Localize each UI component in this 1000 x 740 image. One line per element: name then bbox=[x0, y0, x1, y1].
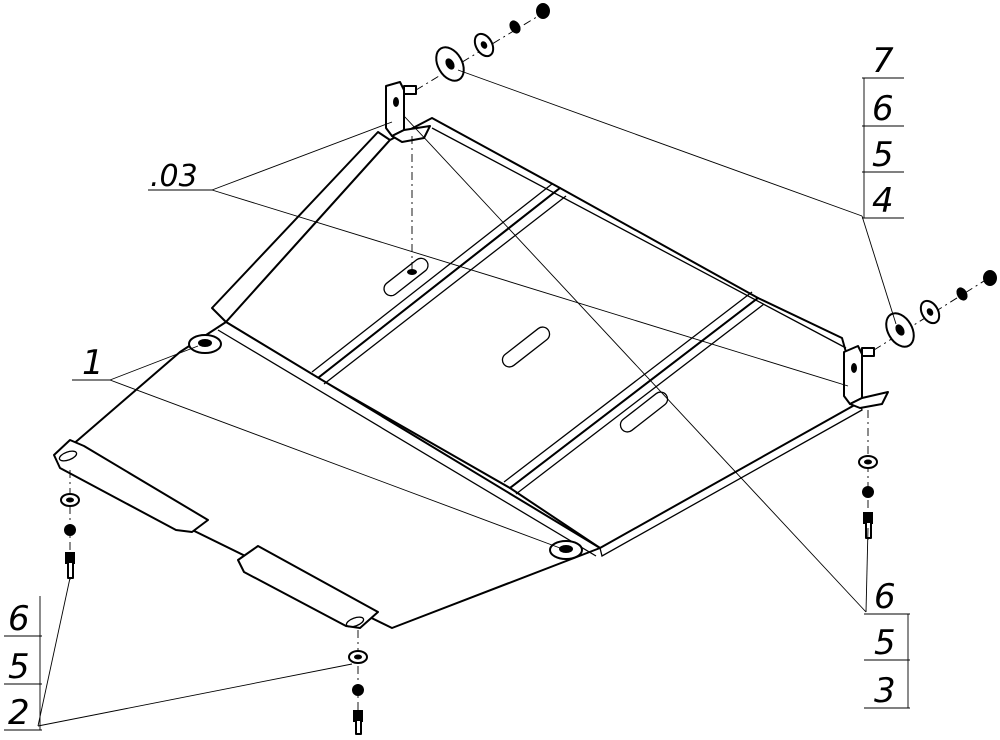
callout-left-5: 5 bbox=[8, 647, 30, 687]
callout-top-4: 4 bbox=[872, 181, 894, 221]
insert-nut-right bbox=[549, 540, 583, 560]
callout-br-5: 5 bbox=[874, 623, 896, 663]
front-tab-left bbox=[53, 439, 209, 533]
bolt-stack-right bbox=[858, 410, 878, 540]
callout-stack-top-right: 7 6 5 4 bbox=[862, 41, 904, 221]
callout-assembly: .03 bbox=[150, 159, 198, 194]
front-tab-right bbox=[237, 545, 379, 629]
bolt-stack-middle bbox=[348, 630, 368, 735]
callout-guard: 1 bbox=[82, 343, 104, 383]
callout-top-7: 7 bbox=[872, 41, 894, 81]
insert-nut-left bbox=[188, 334, 222, 354]
callout-br-3: 3 bbox=[874, 671, 896, 711]
fastener-stack-top bbox=[415, 3, 550, 91]
leader-lines bbox=[37, 69, 897, 727]
slot-upper bbox=[383, 257, 429, 297]
skid-plate bbox=[53, 117, 863, 629]
bolt-stack-left bbox=[60, 470, 80, 580]
callout-top-5: 5 bbox=[872, 135, 894, 175]
bracket-left bbox=[385, 81, 431, 143]
callout-stack-left: 6 5 2 bbox=[4, 596, 42, 733]
callout-br-6: 6 bbox=[874, 577, 896, 617]
callout-left-6: 6 bbox=[8, 599, 30, 639]
bracket-right bbox=[843, 345, 889, 409]
callout-left-2: 2 bbox=[8, 693, 30, 733]
slot-lower bbox=[619, 391, 669, 433]
callout-top-6: 6 bbox=[872, 89, 894, 129]
slot-middle bbox=[501, 326, 551, 368]
callout-stack-bottom-right: 6 5 3 bbox=[864, 577, 910, 711]
fastener-stack-right-top bbox=[873, 270, 997, 351]
